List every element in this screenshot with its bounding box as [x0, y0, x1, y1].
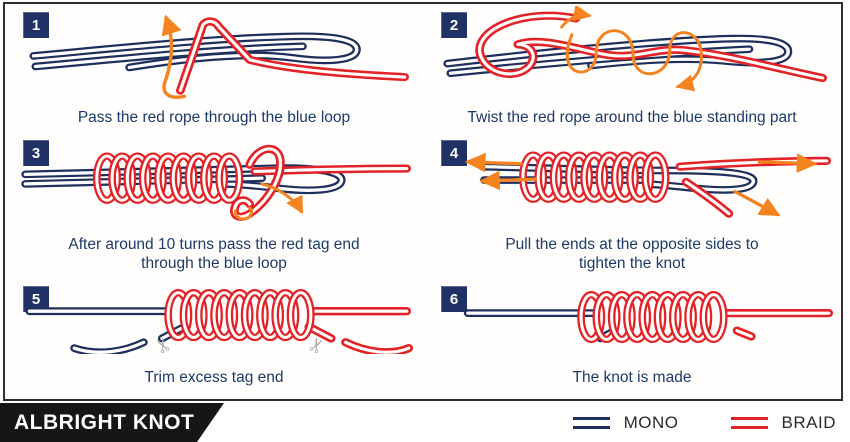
step-number-badge: 1	[23, 12, 49, 38]
step-panel-6: 6	[423, 280, 841, 399]
orange-pull-right-arrow-icon	[757, 153, 818, 173]
step-number-badge: 2	[441, 12, 467, 38]
knot-title-ribbon: ALBRIGHT KNOT	[0, 403, 224, 442]
knot-title: ALBRIGHT KNOT	[14, 410, 195, 434]
orange-pull-down-arrow-icon	[733, 189, 781, 217]
step-number-badge: 3	[23, 140, 49, 166]
legend-label: MONO	[623, 412, 679, 432]
step-caption: Pull the ends at the opposite sides to t…	[505, 236, 759, 273]
step-panel-2: 2 Twist the red rope around the blue sta…	[423, 4, 841, 132]
braid-line-swatch-icon	[730, 416, 768, 429]
step-caption: Pass the red rope through the blue loop	[77, 109, 351, 127]
knot-illustration-step-6	[423, 282, 841, 354]
step-panel-3: 3	[5, 132, 423, 280]
orange-pull-left-arrow-icon	[464, 152, 523, 173]
step-caption: Twist the red rope around the blue stand…	[467, 109, 797, 127]
step-number: 1	[31, 16, 41, 34]
step-number: 5	[31, 290, 41, 308]
knot-illustration-step-4	[464, 134, 841, 230]
legend-label: BRAID	[781, 412, 836, 432]
legend-item-braid: BRAID	[730, 412, 836, 433]
step-number: 2	[449, 16, 459, 34]
step-caption: Trim excess tag end	[144, 369, 284, 387]
braid-coil	[581, 295, 724, 340]
knot-illustration-step-3	[5, 134, 423, 230]
step-number: 3	[31, 144, 41, 162]
step-number: 6	[449, 290, 459, 308]
knot-illustration-step-2	[423, 6, 841, 92]
mono-line-swatch-icon	[572, 416, 610, 429]
knot-illustration-step-5: ✂ ✂	[5, 282, 423, 354]
legend: MONO BRAID	[572, 403, 836, 442]
orange-pull-left-arrow-icon	[479, 170, 537, 191]
knot-illustration-step-1	[5, 14, 423, 99]
step-caption: The knot is made	[572, 369, 692, 387]
step-number: 4	[449, 144, 459, 162]
orange-twist-arrow-icon	[560, 6, 592, 29]
step-panel-1: 1 Pass the red rope through the blue loo…	[5, 4, 423, 132]
braid-coil	[168, 293, 311, 338]
orange-loop-hint-icon	[233, 206, 254, 221]
step-panel-4: 4	[423, 132, 841, 280]
diagram-frame: 1 Pass the red rope through the blue loo…	[3, 2, 843, 401]
footer-bar: ALBRIGHT KNOT MONO BRAID	[0, 403, 850, 442]
orange-spiral-arrow-icon	[565, 29, 703, 92]
orange-arrow-up-icon	[161, 14, 187, 99]
step-panel-5: 5	[5, 280, 423, 399]
step-caption: After around 10 turns pass the red tag e…	[68, 236, 360, 273]
steps-grid: 1 Pass the red rope through the blue loo…	[5, 4, 841, 399]
step-number-badge: 4	[441, 140, 467, 166]
braid-tag-stub	[737, 331, 751, 337]
step-number-badge: 6	[441, 286, 467, 312]
orange-pass-arrow-icon	[260, 182, 304, 215]
legend-item-mono: MONO	[572, 412, 679, 433]
